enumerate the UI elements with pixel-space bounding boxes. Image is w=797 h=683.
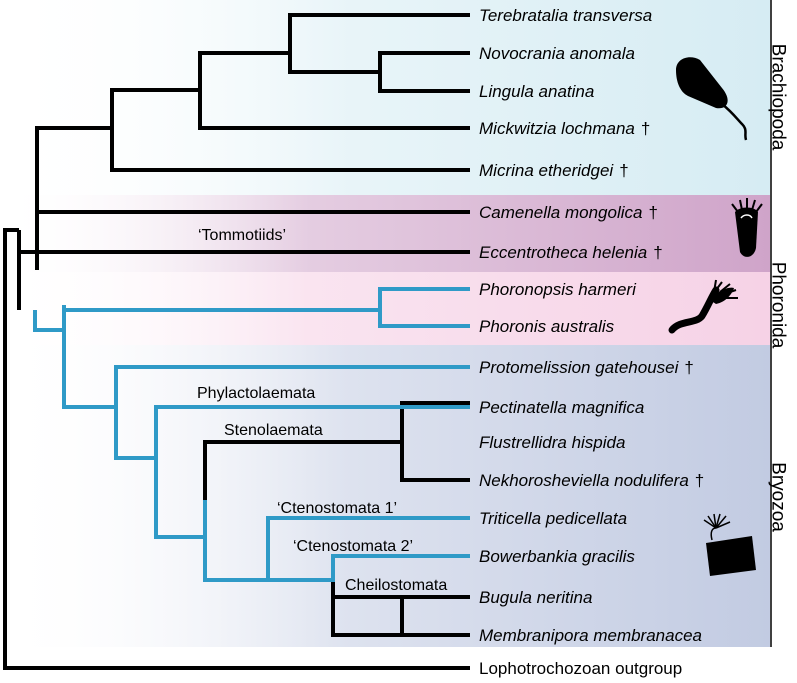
extinct-dagger: † bbox=[641, 119, 650, 138]
clade-label-stenolaemata: Stenolaemata bbox=[224, 422, 323, 439]
taxon-flustrellidra-hispida: Flustrellidra hispida bbox=[479, 433, 625, 452]
taxon-camenella-mongolica: Camenella mongolica† bbox=[479, 203, 658, 222]
extinct-dagger: † bbox=[684, 358, 693, 377]
branch-root bbox=[3, 228, 470, 670]
clade-labels: ‘Tommotiids’ Phylactolaemata Stenolaemat… bbox=[197, 227, 447, 594]
branch-ctenostomes bbox=[203, 516, 470, 582]
extinct-dagger: † bbox=[648, 203, 657, 222]
tommotiid-icon bbox=[731, 198, 763, 257]
branch-gymnolaemata bbox=[154, 458, 207, 539]
branch-phoronida bbox=[64, 287, 470, 328]
group-label-phoronida: Phoronida bbox=[768, 262, 789, 349]
phoronid-icon bbox=[668, 279, 738, 334]
bryozoan-icon bbox=[703, 513, 756, 576]
taxon-phoronis-australis: Phoronis australis bbox=[479, 317, 615, 336]
extinct-dagger: † bbox=[653, 243, 662, 262]
taxon-eccentrotheca-helenia: Eccentrotheca helenia† bbox=[479, 243, 663, 262]
branch-brachiopoda-clade bbox=[35, 13, 470, 212]
brachiopod-icon bbox=[676, 57, 748, 141]
taxon-labels: Terebratalia transversa Novocrania anoma… bbox=[479, 6, 704, 678]
taxon-protomelission-gatehousei: Protomelission gatehousei† bbox=[479, 358, 694, 377]
extinct-dagger: † bbox=[619, 161, 628, 180]
group-labels: Brachiopoda Phoronida Bryozoa bbox=[768, 44, 789, 533]
taxon-bowerbankia-gracilis: Bowerbankia gracilis bbox=[479, 547, 635, 566]
black-branches bbox=[3, 13, 470, 670]
brachiopoda-band bbox=[0, 0, 770, 195]
clade-label-ctenostomata-1: ‘Ctenostomata 1’ bbox=[277, 500, 397, 517]
taxon-micrina-etheridgei: Micrina etheridgei† bbox=[479, 161, 629, 180]
taxon-phoronopsis-harmeri: Phoronopsis harmeri bbox=[479, 280, 637, 299]
taxon-lophotrochozoan-outgroup: Lophotrochozoan outgroup bbox=[479, 659, 682, 678]
taxon-mickwitzia-lochmana: Mickwitzia lochmana† bbox=[479, 119, 650, 138]
taxon-terebratalia-transversa: Terebratalia transversa bbox=[479, 6, 652, 25]
blue-branches bbox=[33, 287, 470, 582]
tommotiid-band bbox=[0, 195, 770, 272]
branch-stenolaemata bbox=[203, 401, 470, 500]
clade-label-ctenostomata-2: ‘Ctenostomata 2’ bbox=[293, 538, 413, 555]
taxon-bugula-neritina: Bugula neritina bbox=[479, 588, 592, 607]
group-label-bryozoa: Bryozoa bbox=[768, 462, 789, 532]
taxon-novocrania-anomala: Novocrania anomala bbox=[479, 44, 635, 63]
clade-label-tommotiids: ‘Tommotiids’ bbox=[198, 227, 286, 244]
extinct-dagger: † bbox=[695, 471, 704, 490]
taxon-triticella-pedicellata: Triticella pedicellata bbox=[479, 509, 627, 528]
taxon-nekhorosheviella-nodulifera: Nekhorosheviella nodulifera† bbox=[479, 471, 704, 490]
branch-lophophorate-crown bbox=[33, 305, 66, 332]
taxon-membranipora-membranacea: Membranipora membranacea bbox=[479, 626, 702, 645]
taxon-pectinatella-magnifica: Pectinatella magnifica bbox=[479, 398, 644, 417]
taxon-lingula-anatina: Lingula anatina bbox=[479, 82, 594, 101]
branch-cheilostomata bbox=[331, 580, 470, 637]
clade-label-cheilostomata: Cheilostomata bbox=[345, 577, 447, 594]
clade-label-phylactolaemata: Phylactolaemata bbox=[197, 385, 315, 402]
group-label-brachiopoda: Brachiopoda bbox=[768, 44, 789, 151]
